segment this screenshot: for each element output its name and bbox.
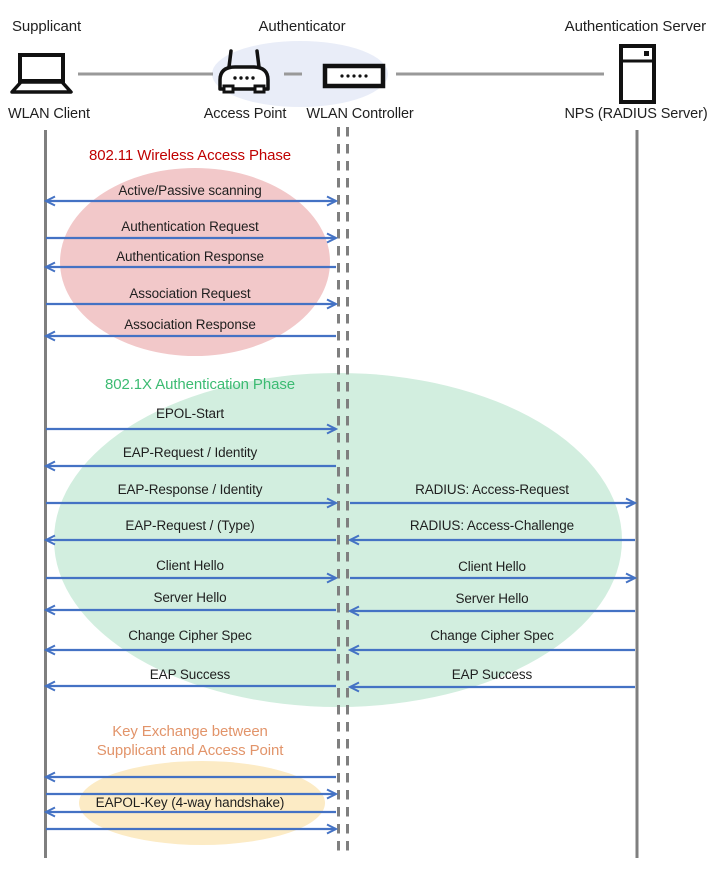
msg-epol-start: EPOL-Start — [155, 406, 225, 421]
msg-change-cipher-spec-right: Change Cipher Spec — [430, 628, 554, 643]
auth-server-role-label: Authentication Server — [564, 18, 706, 35]
server-icon — [619, 44, 656, 104]
msg-association-response: Association Response — [124, 317, 256, 332]
phase3-title-line1: Key Exchange between — [112, 723, 268, 740]
msg-eap-request-identity: EAP-Request / Identity — [122, 445, 258, 460]
msg-eap-success-left: EAP Success — [149, 667, 231, 682]
access-point-label: Access Point — [203, 106, 287, 122]
msg-active-passive-scanning: Active/Passive scanning — [118, 183, 262, 198]
msg-eapol-key-handshake: EAPOL-Key (4-way handshake) — [95, 795, 285, 810]
message-arrows — [43, 195, 638, 835]
msg-server-hello-right: Server Hello — [455, 591, 529, 606]
msg-radius-access-request: RADIUS: Access-Request — [415, 482, 569, 497]
msg-change-cipher-spec-left: Change Cipher Spec — [128, 628, 252, 643]
msg-authentication-request: Authentication Request — [121, 219, 259, 234]
authenticator-role-label: Authenticator — [258, 18, 346, 35]
phase1-title: 802.11 Wireless Access Phase — [88, 147, 292, 164]
wlan-client-label: WLAN Client — [8, 106, 90, 122]
msg-eap-success-right: EAP Success — [451, 667, 533, 682]
laptop-icon — [10, 53, 73, 94]
phase1-ellipse — [60, 168, 330, 356]
phase2-title: 802.1X Authentication Phase — [105, 376, 295, 393]
msg-authentication-response: Authentication Response — [116, 249, 264, 264]
wlan-controller-icon — [322, 63, 386, 89]
phase3-title-line2: Supplicant and Access Point — [96, 742, 284, 759]
msg-server-hello-left: Server Hello — [153, 590, 227, 605]
wlan-controller-label: WLAN Controller — [306, 106, 414, 122]
msg-radius-access-challenge: RADIUS: Access-Challenge — [409, 518, 575, 533]
phase3-ellipse — [79, 761, 325, 845]
msg-eap-response-identity: EAP-Response / Identity — [117, 482, 263, 497]
access-point-icon — [218, 49, 270, 94]
msg-eap-request-type: EAP-Request / (Type) — [125, 518, 255, 533]
msg-client-hello-right: Client Hello — [458, 559, 526, 574]
msg-client-hello-left: Client Hello — [156, 558, 224, 573]
nps-radius-server-label: NPS (RADIUS Server) — [564, 106, 708, 122]
supplicant-role-label: Supplicant — [12, 18, 82, 35]
msg-association-request: Association Request — [129, 286, 251, 301]
